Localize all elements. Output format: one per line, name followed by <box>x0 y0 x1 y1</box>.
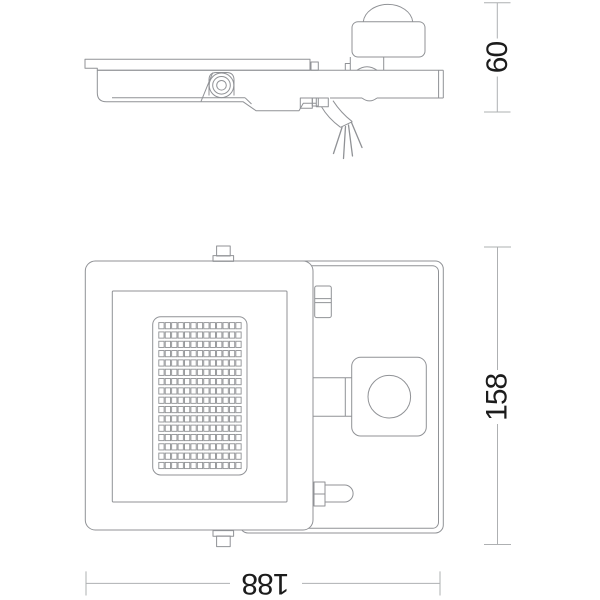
mounting-bracket-arm <box>200 72 214 102</box>
sensor-ball-joint-bottom <box>361 97 378 102</box>
cable-sheath <box>321 100 353 128</box>
lamp-head-frame-inner <box>111 290 288 503</box>
pir-sensor-lens-icon <box>367 374 412 419</box>
pir-sensor-dome-icon <box>362 3 414 22</box>
sensor-connector <box>313 377 352 417</box>
head-body-outline <box>96 70 317 112</box>
sensor-mount-neck <box>344 57 385 71</box>
dimension-depth-label: 60 <box>481 42 514 74</box>
dimension-width-label: 188 <box>242 567 289 600</box>
pivot-boss <box>208 72 235 96</box>
dimension-width-line <box>85 571 441 596</box>
dimension-depth: 60 <box>481 2 514 113</box>
sensor-ball-joint-top <box>356 66 378 71</box>
cable-gland-tube <box>325 484 354 503</box>
pir-sensor-housing <box>351 21 426 58</box>
lamp-head-frame <box>84 260 314 531</box>
dimension-height-line <box>484 246 511 545</box>
dimension-width: 188 <box>85 567 441 600</box>
led-grid <box>158 322 242 470</box>
dimension-depth-line <box>484 2 511 113</box>
cable-gland <box>315 97 329 108</box>
side-clip-bottom-tab <box>311 97 319 107</box>
body-bar <box>97 69 444 105</box>
head-front-lip <box>84 58 311 71</box>
led-panel <box>152 316 248 476</box>
pivot-screw-icon <box>208 72 235 99</box>
dimension-height-label: 158 <box>480 373 513 420</box>
pir-sensor-box <box>351 356 427 437</box>
side-clip-top <box>310 61 319 71</box>
front-view <box>84 245 444 548</box>
cable-wires <box>332 121 363 160</box>
front-clip-bottom <box>313 481 354 507</box>
front-clip-top <box>314 285 332 319</box>
bracket-knob-bottom <box>212 530 235 548</box>
side-view <box>84 3 444 160</box>
dimension-height: 158 <box>480 246 513 545</box>
bracket-knob-top <box>212 245 235 262</box>
